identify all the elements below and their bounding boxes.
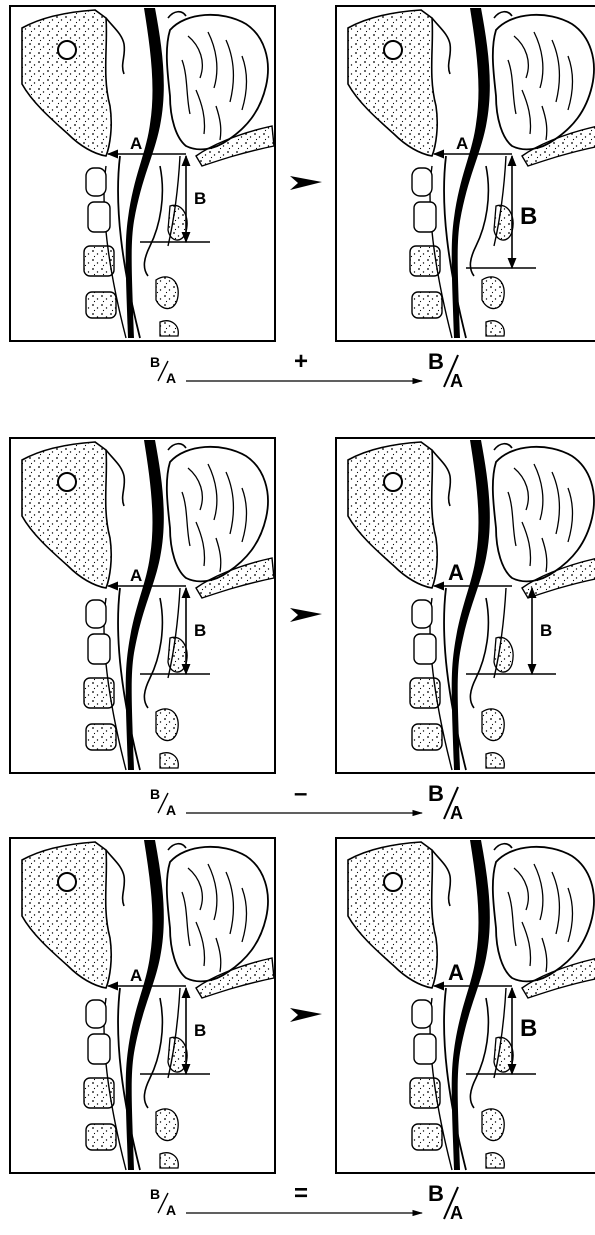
ratio-row-3: BA=BA: [150, 1180, 463, 1223]
ratio-before-denominator: A: [166, 370, 176, 386]
ratio-after-numerator: B: [428, 349, 444, 374]
ratio-after-numerator: B: [428, 781, 444, 806]
ratio-after-denominator: A: [450, 803, 463, 823]
panel-before-1: AB: [10, 6, 275, 341]
transition-arrowhead-icon: [290, 176, 322, 190]
panel-after-1: AB: [336, 6, 595, 341]
ratio-after-denominator: A: [450, 1203, 463, 1223]
ratio-before-numerator: B: [150, 1186, 160, 1202]
ratio-after-denominator: A: [450, 371, 463, 391]
label-b: B: [540, 621, 552, 640]
ratio-change-symbol: +: [294, 348, 308, 375]
label-b: B: [194, 189, 206, 208]
ratio-change-symbol: =: [294, 1180, 308, 1207]
ratio-before-numerator: B: [150, 786, 160, 802]
label-b: B: [194, 1021, 206, 1040]
ratio-change-symbol: –: [294, 780, 307, 807]
label-a: A: [130, 966, 142, 985]
label-a: A: [448, 560, 464, 585]
panel-before-2: AB: [10, 438, 275, 773]
panel-before-3: AB: [10, 838, 275, 1173]
ratio-row-1: BA+BA: [150, 348, 463, 391]
label-a: A: [130, 566, 142, 585]
label-b: B: [520, 1015, 537, 1042]
label-a: A: [130, 134, 142, 153]
panel-after-2: AB: [336, 438, 595, 773]
label-b: B: [194, 621, 206, 640]
ratio-row-2: BA–BA: [150, 780, 463, 823]
transition-arrowhead-icon: [290, 608, 322, 622]
ratio-before-numerator: B: [150, 354, 160, 370]
ratio-before-denominator: A: [166, 802, 176, 818]
label-b: B: [520, 203, 537, 230]
label-a: A: [456, 134, 468, 153]
ratio-before-denominator: A: [166, 1202, 176, 1218]
ratio-after-numerator: B: [428, 1181, 444, 1206]
panel-after-3: AB: [336, 838, 595, 1173]
label-a: A: [448, 960, 464, 985]
transition-arrowhead-icon: [290, 1008, 322, 1022]
